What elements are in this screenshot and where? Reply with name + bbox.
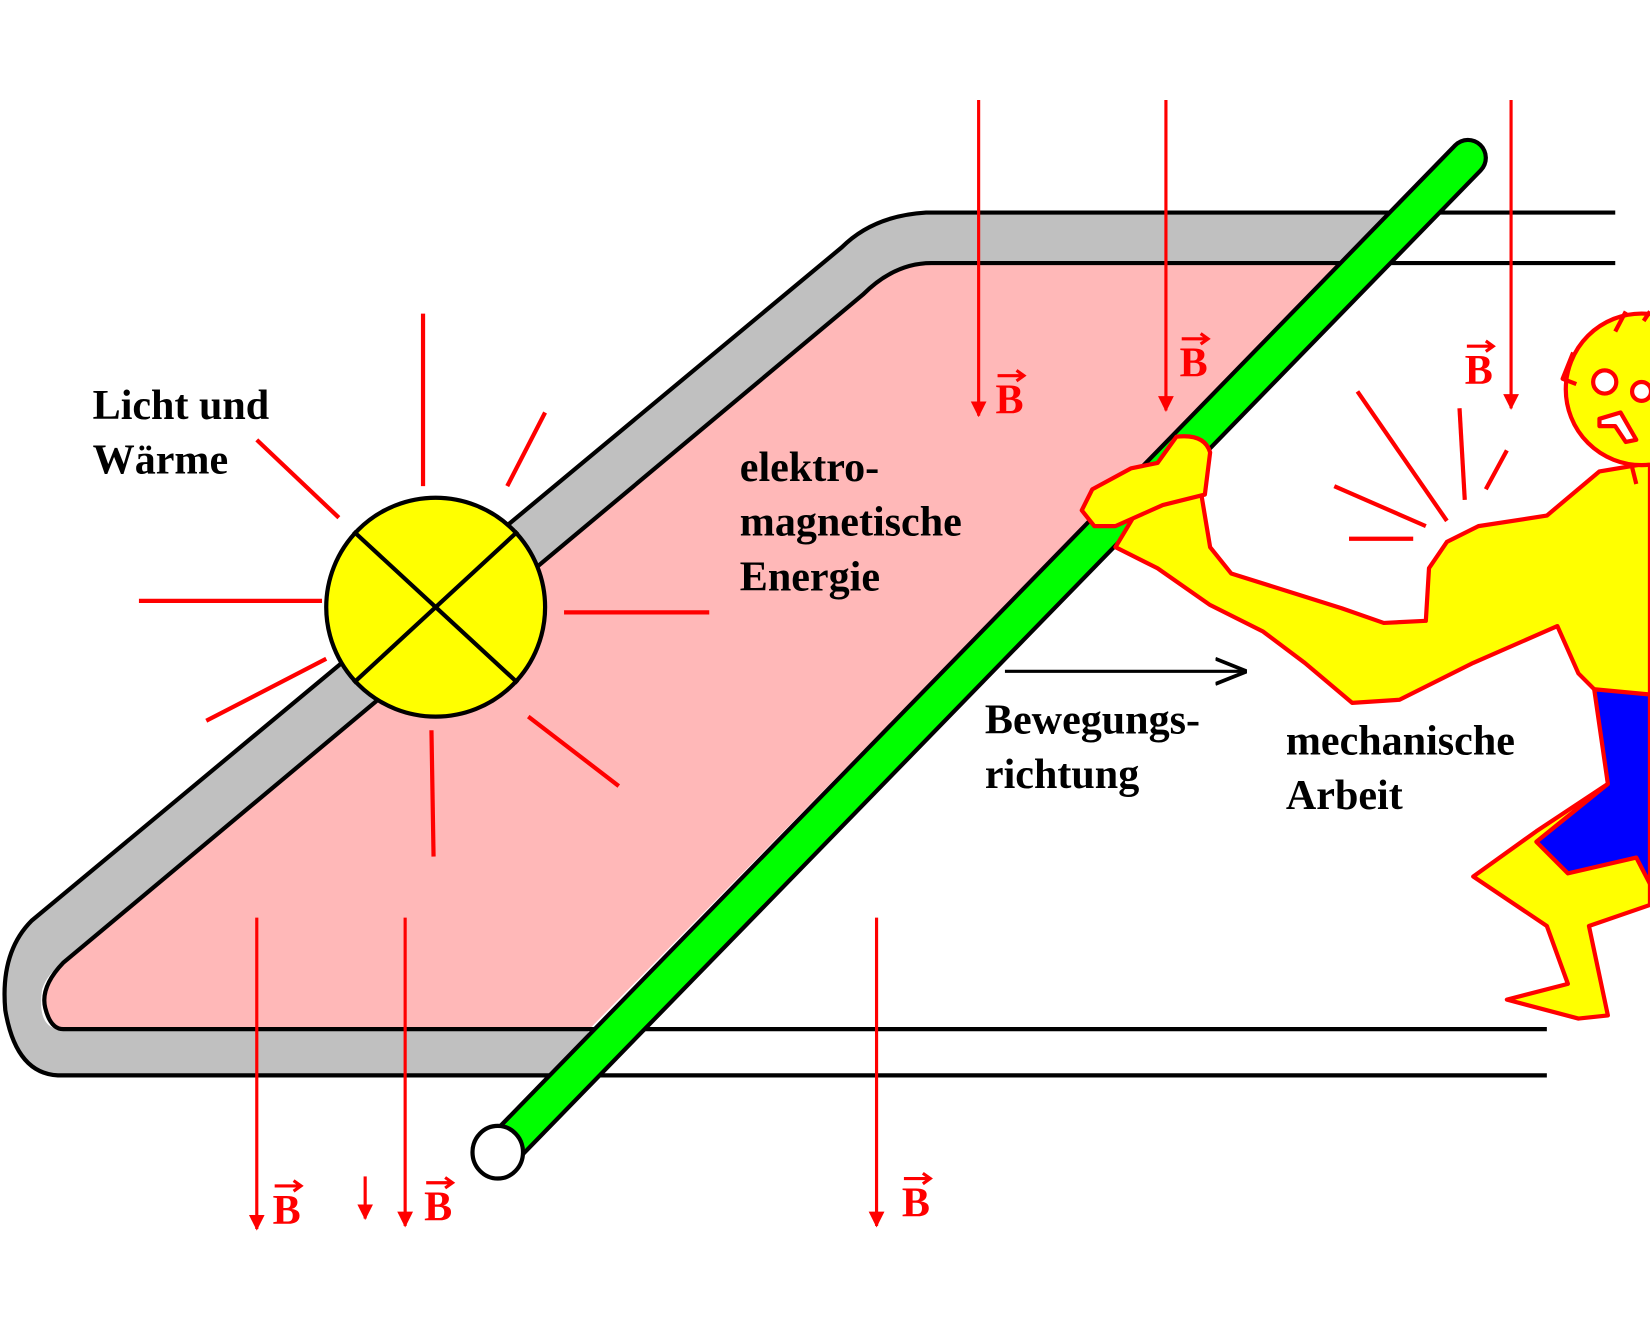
enclosed-area xyxy=(44,263,1342,1030)
rail-band xyxy=(4,212,1390,1076)
field-label: B xyxy=(424,1184,452,1231)
field-label: B xyxy=(273,1187,301,1234)
field-label: B xyxy=(1465,347,1493,394)
outer-rail xyxy=(2,210,1616,1078)
field-label: B xyxy=(902,1179,930,1226)
lamp-icon xyxy=(324,495,548,719)
field-label: B xyxy=(1180,340,1208,387)
inner-rail xyxy=(42,260,1616,1032)
person-icon xyxy=(1079,310,1650,1021)
effort-lines xyxy=(1333,390,1509,541)
mechanical-work-label: mechanische Arbeit xyxy=(1286,717,1526,819)
field-label: B xyxy=(995,377,1023,424)
em-energy-label: elektro- magnetische Energie xyxy=(740,444,973,600)
field-labels: B B B B B B xyxy=(273,332,1496,1234)
motion-direction-label: Bewegungs- richtung xyxy=(985,696,1211,798)
light-rays xyxy=(138,313,710,857)
light-heat-label: Licht und Wärme xyxy=(93,382,280,484)
field-arrows xyxy=(248,99,1519,1231)
sliding-rod xyxy=(470,137,1488,1181)
